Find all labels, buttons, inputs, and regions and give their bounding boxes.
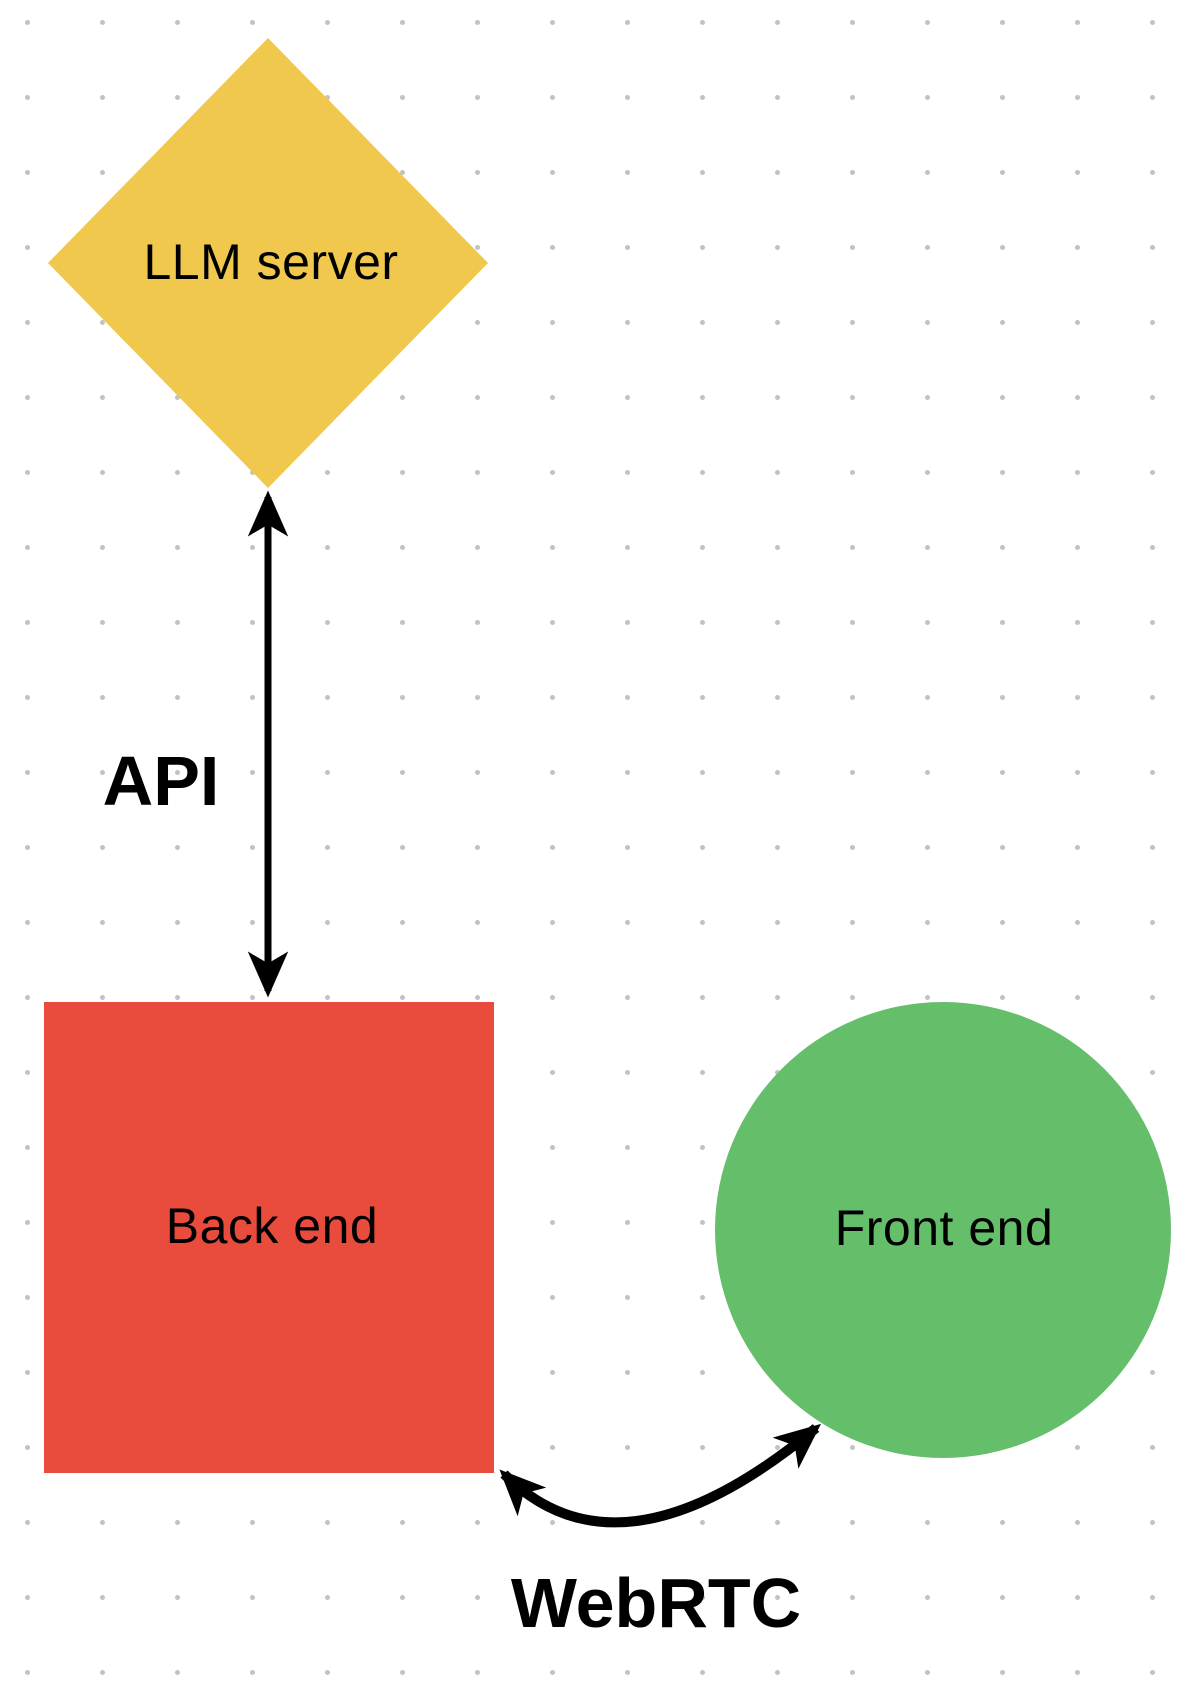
webrtc-arrow[interactable] bbox=[499, 1423, 821, 1528]
back-end-square[interactable] bbox=[44, 1002, 494, 1473]
llm-server-label[interactable]: LLM server bbox=[143, 234, 399, 290]
webrtc-label[interactable]: WebRTC bbox=[510, 1564, 802, 1642]
front-end-label[interactable]: Front end bbox=[834, 1200, 1054, 1256]
llm-server-diamond[interactable] bbox=[48, 38, 488, 488]
back-end-label[interactable]: Back end bbox=[165, 1198, 379, 1254]
api-label[interactable]: API bbox=[102, 742, 220, 820]
front-end-circle[interactable] bbox=[715, 1002, 1171, 1458]
